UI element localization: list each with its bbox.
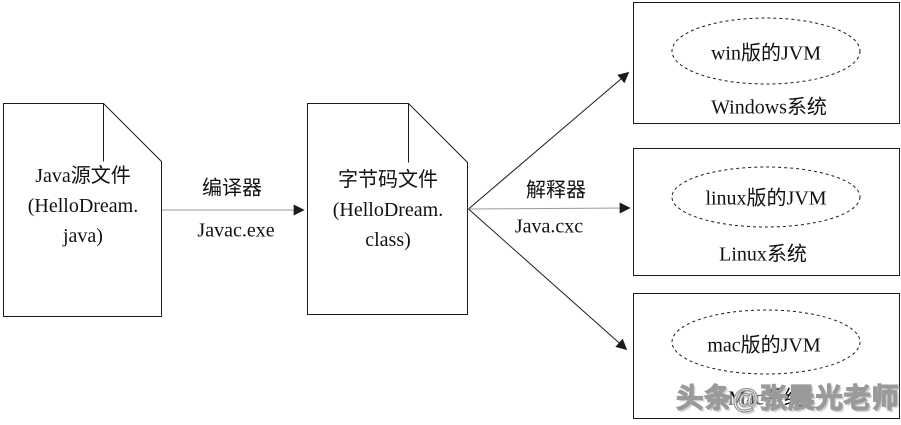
compiler-program-label: Javac.exe [197,219,275,242]
jvm-label-linux: linux版的JVM [705,187,827,210]
source-file-name-line2: java) [63,225,103,247]
jvm-ellipse-linux [671,166,861,228]
bytecode-file-label: 字节码文件 (HelloDream. class) [308,165,468,255]
compiler-label: 编译器 [202,177,262,200]
interpreter-arrow-bottom [468,208,628,351]
interpreter-arrow-top [468,71,630,210]
jvm-ellipse-windows [671,17,861,85]
interpreter-label: 解释器 [526,179,586,202]
target-box-linux [633,148,900,276]
bytecode-file-title: 字节码文件 [338,169,438,191]
jvm-label-mac: mac版的JVM [707,334,821,357]
os-label-linux: Linux系统 [719,243,807,266]
target-box-mac [633,293,900,419]
source-file-label: Java源文件 (HelloDream. java) [4,161,162,251]
jvm-ellipse-mac [671,309,861,375]
source-file-shape [3,103,162,317]
bytecode-file-name-line2: class) [365,229,411,251]
source-file-title: Java源文件 [35,165,131,187]
interpreter-arrow-middle [468,202,631,214]
os-label-mac: Mac系统 [728,387,804,410]
os-label-windows: Windows系统 [711,96,827,119]
bytecode-file-name-line1: (HelloDream. [332,199,444,221]
interpreter-program-label: Java.cxc [514,215,584,238]
target-box-windows [633,2,900,124]
bytecode-file-shape [307,103,468,315]
source-file-name-line1: (HelloDream. [27,195,139,217]
jvm-label-windows: win版的JVM [710,42,822,65]
toutiao-watermark: 头条@张晨光老师 [676,383,900,414]
